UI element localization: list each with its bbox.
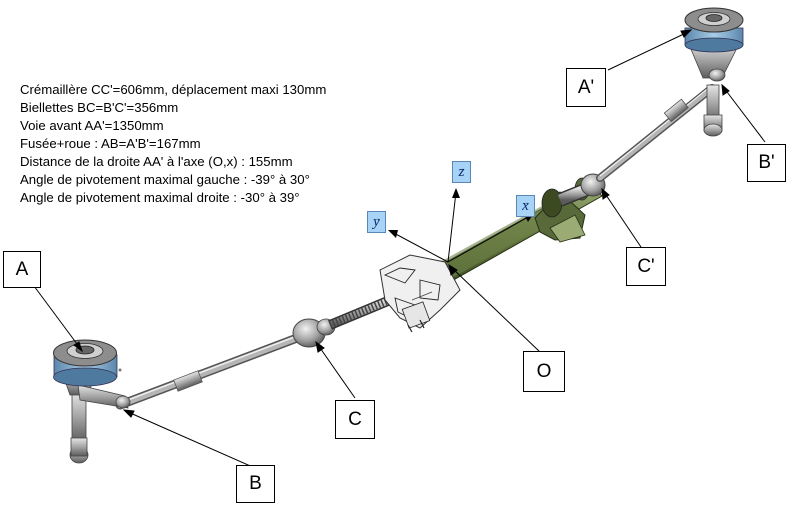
axis-x-label: x: [522, 198, 529, 214]
right-ball-joint-c-prime: [557, 173, 606, 207]
left-ball-joint-c: [292, 318, 336, 348]
leader-lines: [33, 29, 766, 469]
label-a: A: [3, 251, 41, 288]
vector-arrow-icon: →: [457, 163, 466, 173]
sketch-point: [118, 368, 122, 372]
label-a-prime: A': [566, 68, 606, 107]
spec-tie-rods: Biellettes BC=B'C'=356mm: [20, 100, 179, 115]
label-o: O: [523, 351, 565, 392]
pinion-gearbox: [379, 254, 461, 333]
right-tie-rod: [596, 84, 716, 182]
axis-y-label: y: [373, 214, 380, 230]
spec-angle-left: Angle de pivotement maximal gauche : -39…: [20, 172, 310, 187]
spec-rack: Crémaillère CC'=606mm, déplacement maxi …: [20, 82, 327, 97]
label-b: B: [236, 465, 275, 503]
left-tie-rod: [115, 330, 310, 410]
left-wheel-hub: [53, 339, 131, 464]
vector-arrow-icon: →: [372, 213, 381, 223]
axis-z-tag: → z: [452, 161, 471, 183]
vector-arrow-icon: →: [521, 197, 530, 207]
axis-x-tag: → x: [516, 195, 535, 217]
spec-distance: Distance de la droite AA' à l'axe (O,x) …: [20, 154, 293, 169]
spec-angle-right: Angle de pivotement maximal droite : -30…: [20, 190, 300, 205]
label-b-prime: B': [747, 144, 786, 182]
axis-y-tag: → y: [367, 211, 386, 233]
axis-z-label: z: [458, 164, 465, 180]
left-rack-tube: [328, 293, 397, 330]
spec-track: Voie avant AA'=1350mm: [20, 118, 164, 133]
right-wheel-hub: [684, 7, 744, 137]
spec-spindle: Fusée+roue : AB=A'B'=167mm: [20, 136, 201, 151]
label-c-prime: C': [626, 247, 666, 286]
specifications: Crémaillère CC'=606mm, déplacement maxi …: [20, 81, 326, 207]
label-c: C: [335, 400, 375, 439]
